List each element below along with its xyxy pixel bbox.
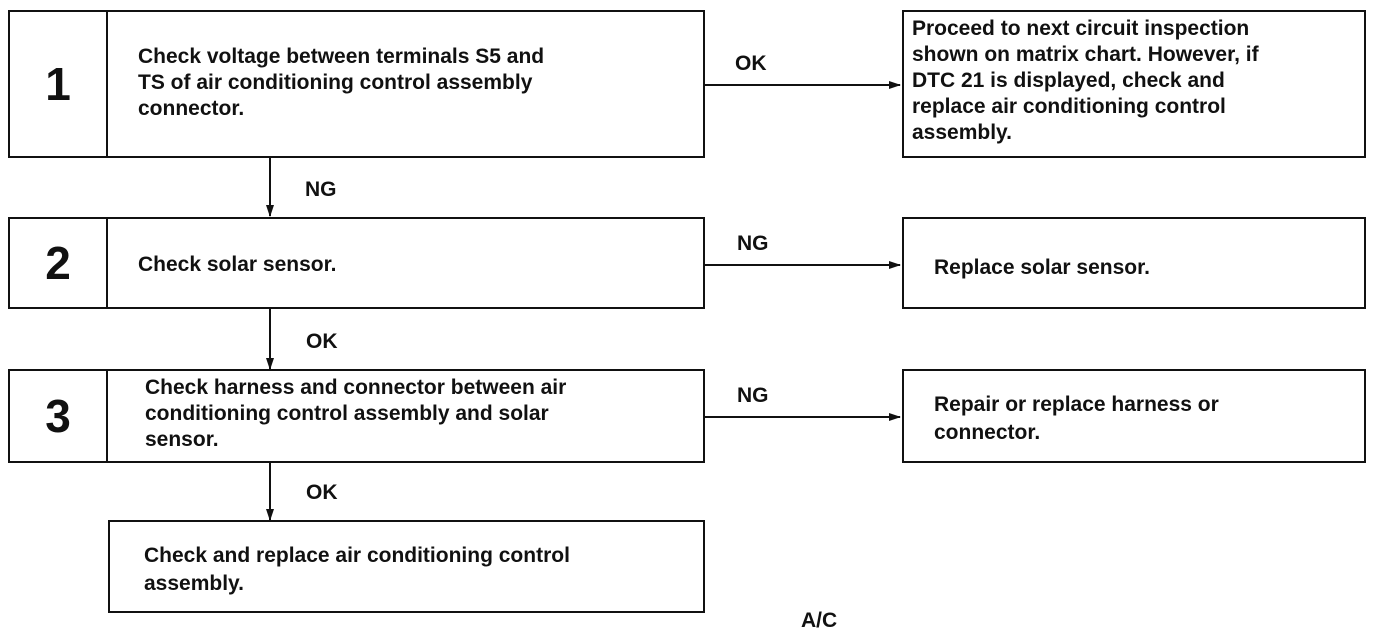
label-step1-ng: NG (305, 178, 337, 201)
result-text: Repair or replace harness or connector. (934, 393, 1219, 444)
final-text: Check and replace air conditioning contr… (144, 544, 570, 595)
step-3-box: 3 Check harness and connector between ai… (8, 369, 705, 463)
step-2-box: 2 Check solar sensor. (8, 217, 705, 309)
step-1-box: 1 Check voltage between terminals S5 and… (8, 10, 705, 158)
footer-code: A/C (801, 609, 838, 632)
step-text: Check harness and connector between air … (145, 376, 567, 451)
label-step3-ok: OK (306, 481, 338, 504)
final-box: Check and replace air conditioning contr… (108, 520, 705, 613)
result-text: Proceed to next circuit inspection shown… (912, 17, 1259, 144)
result-3-box: Repair or replace harness or connector. (902, 369, 1366, 463)
label-step2-ng: NG (737, 232, 769, 255)
result-text: Replace solar sensor. (934, 256, 1150, 279)
step-text: Check voltage between terminals S5 and T… (138, 45, 545, 120)
label-step2-ok: OK (306, 330, 338, 353)
label-step3-ng: NG (737, 384, 769, 407)
label-step1-ok: OK (735, 52, 767, 75)
result-2-box: Replace solar sensor. (902, 217, 1366, 309)
step-number: 3 (10, 371, 108, 461)
step-number: 1 (10, 12, 108, 156)
step-number: 2 (10, 219, 108, 307)
step-text: Check solar sensor. (138, 253, 337, 276)
result-1-box: Proceed to next circuit inspection shown… (902, 10, 1366, 158)
